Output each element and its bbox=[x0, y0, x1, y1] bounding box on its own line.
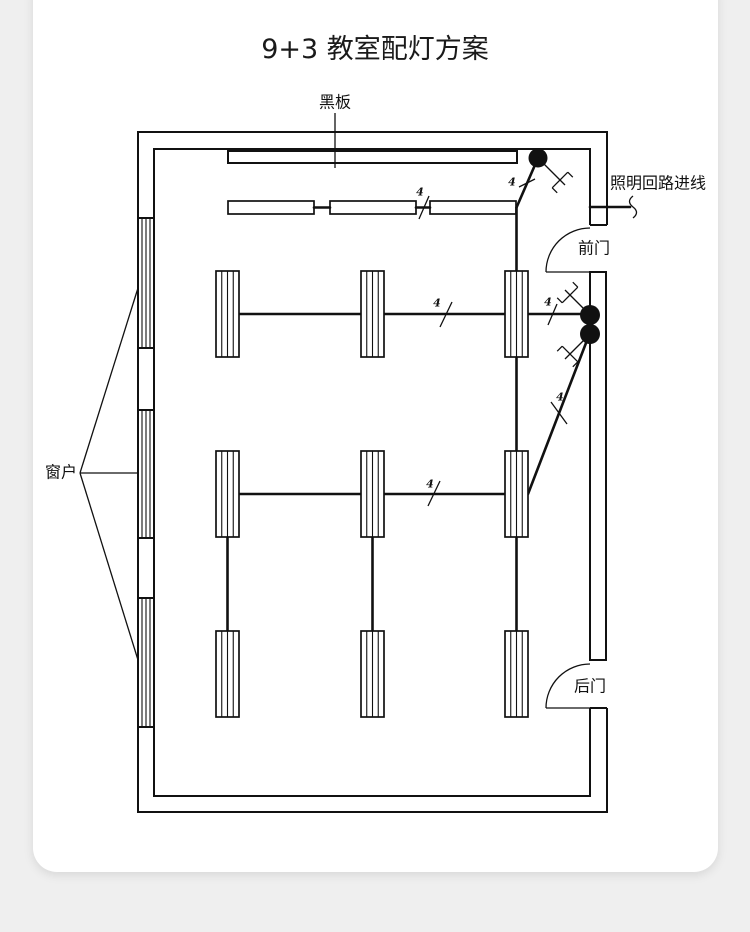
back-door bbox=[545, 663, 591, 709]
walls bbox=[137, 131, 608, 813]
light-fixture-r1-c2 bbox=[360, 270, 385, 358]
wire-count-slash bbox=[439, 301, 453, 328]
switch-prong bbox=[556, 297, 563, 304]
light-fixture-r1-c1 bbox=[215, 270, 240, 358]
main-light-fixtures bbox=[215, 270, 529, 718]
inner-wall-top bbox=[153, 148, 591, 225]
window bbox=[137, 409, 155, 539]
back-door-swing-arc bbox=[545, 663, 591, 709]
switch-lever bbox=[569, 294, 591, 316]
switch-prong bbox=[551, 187, 558, 194]
blackboard-lights: 4 bbox=[227, 186, 517, 220]
switch-prong bbox=[564, 353, 571, 360]
wall-pier bbox=[137, 347, 155, 411]
wire-count-label: 4 bbox=[544, 296, 552, 309]
incoming-circuit: 照明回路进线 bbox=[588, 174, 706, 219]
wall-pier bbox=[137, 537, 155, 599]
switch-prong bbox=[564, 289, 571, 296]
page-title: 9+3 教室配灯方案 bbox=[261, 34, 489, 65]
blackboard-switch: 4 bbox=[508, 148, 574, 209]
back-door-label: 后门 bbox=[574, 677, 606, 696]
wire-count-label: 4 bbox=[426, 478, 434, 491]
switch-prong bbox=[556, 345, 563, 352]
outer-wall-bottom bbox=[137, 708, 608, 813]
inner-wall-bottom bbox=[153, 708, 591, 797]
left-wall-windows bbox=[137, 217, 155, 728]
light-fixture-r3-c1 bbox=[215, 630, 240, 718]
front-switches bbox=[556, 281, 600, 368]
outer-wall-top bbox=[137, 131, 608, 225]
window-leader-line bbox=[79, 287, 139, 474]
incoming-circuit-label: 照明回路进线 bbox=[610, 174, 706, 193]
blackboard-label: 黑板 bbox=[319, 93, 351, 112]
wire-count-slash bbox=[550, 401, 568, 425]
windows-label: 窗户 bbox=[45, 463, 77, 482]
blackboard bbox=[227, 150, 518, 164]
break-symbol bbox=[628, 195, 638, 219]
wire-count-label: 4 bbox=[556, 391, 564, 404]
wire-count-slash bbox=[547, 303, 558, 326]
blackboard-light bbox=[429, 200, 517, 215]
wire-count-label: 4 bbox=[416, 186, 424, 199]
right-wall-between-doors bbox=[589, 271, 607, 661]
blackboard-callout: 黑板 bbox=[227, 93, 518, 168]
blackboard-light bbox=[329, 200, 417, 215]
switch-lever bbox=[569, 333, 591, 355]
window-leader-line bbox=[79, 472, 139, 661]
switch-prong bbox=[559, 179, 566, 186]
window bbox=[137, 217, 155, 349]
blackboard-light bbox=[227, 200, 315, 215]
switch-prong bbox=[572, 361, 579, 368]
light-fixture-r2-c2 bbox=[360, 450, 385, 538]
light-fixture-r1-c3 bbox=[504, 270, 529, 358]
front-door-swing-arc bbox=[545, 227, 591, 273]
light-fixture-r3-c3 bbox=[504, 630, 529, 718]
wire-count-label: 4 bbox=[508, 176, 516, 189]
front-door bbox=[545, 227, 591, 273]
light-fixture-r3-c2 bbox=[360, 630, 385, 718]
main-wiring: 4 4 4 4 bbox=[226, 206, 588, 633]
window bbox=[137, 597, 155, 728]
wire-count-slash bbox=[518, 178, 536, 188]
switch-lever bbox=[537, 157, 561, 181]
window-callout: 窗户 bbox=[45, 287, 139, 661]
light-fixture-r2-c1 bbox=[215, 450, 240, 538]
wire bbox=[526, 341, 588, 496]
switch-prong bbox=[567, 171, 574, 178]
front-door-label: 前门 bbox=[578, 239, 610, 258]
switch-prong bbox=[572, 281, 579, 288]
wire-count-slash bbox=[427, 480, 441, 507]
wire-count-slash bbox=[418, 195, 430, 220]
wire-count-label: 4 bbox=[433, 297, 441, 310]
light-fixture-r2-c3 bbox=[504, 450, 529, 538]
